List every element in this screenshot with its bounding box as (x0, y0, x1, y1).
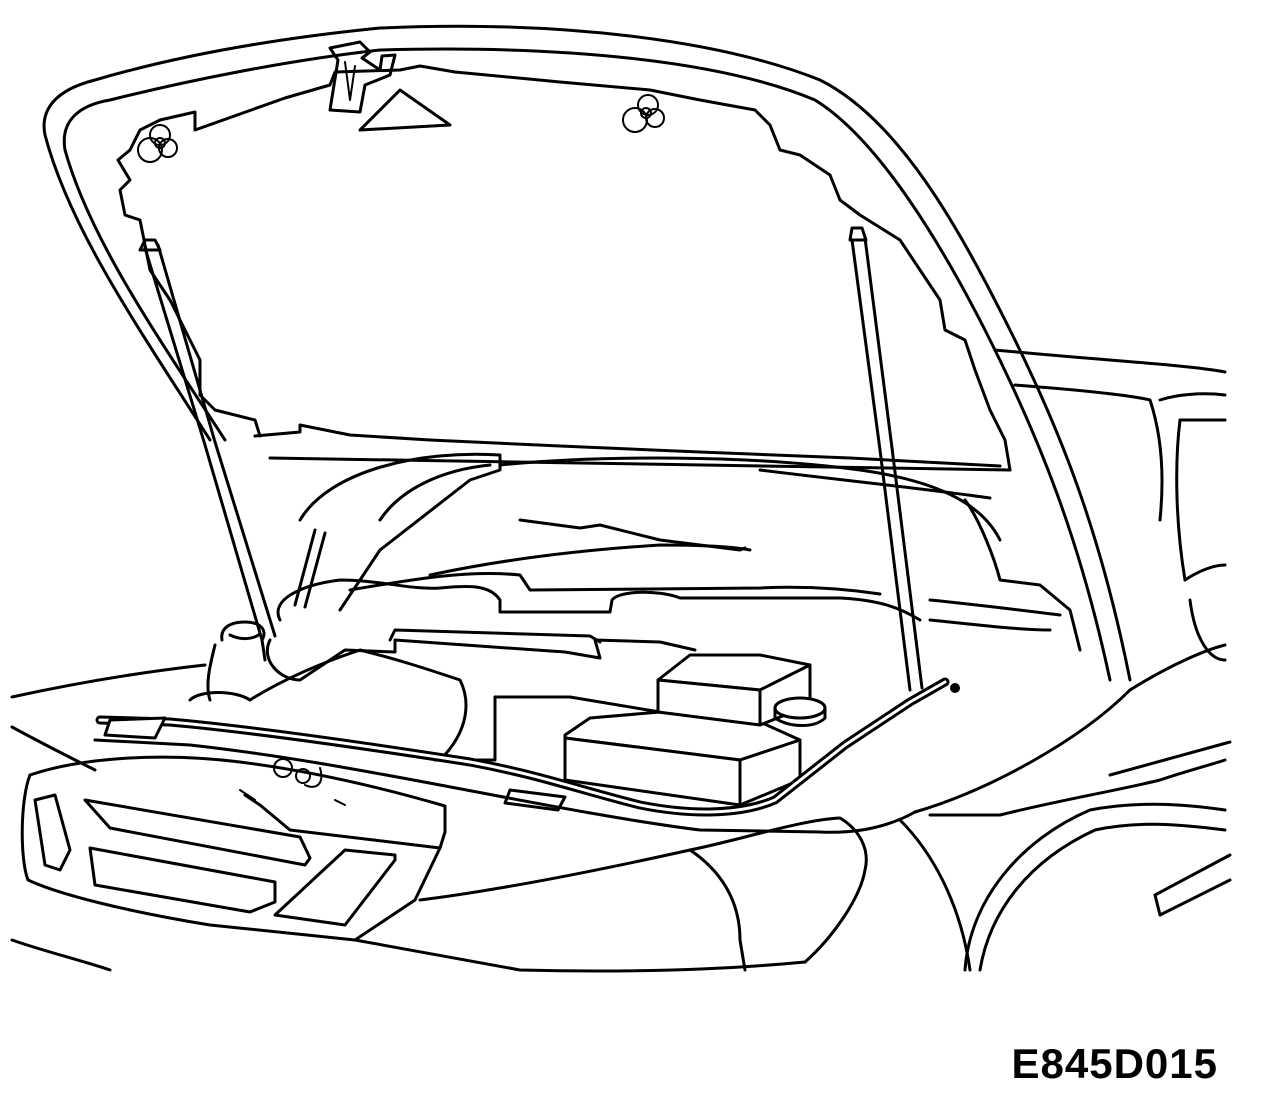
washer-hose (95, 677, 950, 817)
hood-latch-hook-icon (328, 40, 397, 114)
hood-clip-right-icon (622, 94, 665, 133)
windshield-cabin (993, 348, 1227, 662)
prop-rod (293, 528, 327, 609)
gas-strut-left (138, 238, 277, 642)
hood-panel (42, 24, 1132, 682)
hose-clip-left-icon (103, 716, 167, 740)
car-front-body (10, 643, 1232, 973)
engine-bay (188, 452, 1082, 807)
figure-reference-code: E845D015 (1011, 1040, 1218, 1087)
gas-strut-right (848, 226, 924, 692)
hood-clip-left-icon (137, 124, 178, 163)
